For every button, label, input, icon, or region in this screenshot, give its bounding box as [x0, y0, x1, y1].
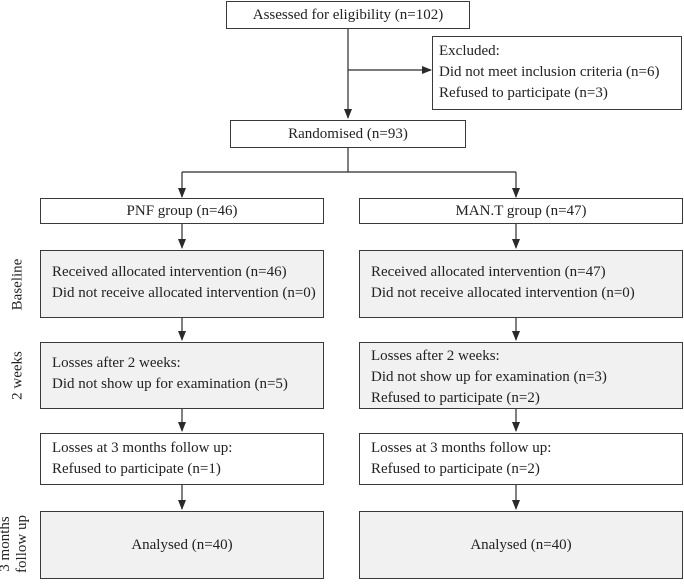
assessed-box: Assessed for eligibility (n=102) [226, 1, 470, 29]
two-weeks-line: Losses after 2 weeks: [52, 355, 181, 371]
randomised-box: Randomised (n=93) [230, 120, 466, 148]
baseline-box-pnf: Received allocated intervention (n=46) D… [40, 250, 324, 318]
stage-label-3months: 3 months follow up [0, 515, 30, 573]
analysed-text: Analysed (n=40) [131, 536, 233, 553]
three-months-line: Refused to participate (n=1) [52, 461, 221, 477]
stage-label-baseline: Baseline [9, 258, 26, 311]
two-weeks-line: Did not show up for examination (n=3) [371, 369, 607, 385]
analysed-text: Analysed (n=40) [470, 536, 572, 553]
analysed-box-pnf: Analysed (n=40) [40, 511, 324, 579]
stage-label-2weeks: 2 weeks [9, 351, 26, 400]
group-label-mant: MAN.T group (n=47) [455, 202, 587, 219]
assessed-text: Assessed for eligibility (n=102) [252, 6, 444, 23]
excluded-title: Excluded: [439, 43, 500, 59]
three-months-line: Losses at 3 months follow up: [371, 440, 552, 456]
analysed-box-mant: Analysed (n=40) [359, 511, 683, 579]
excluded-box: Excluded: Did not meet inclusion criteri… [432, 36, 682, 110]
baseline-box-mant: Received allocated intervention (n=47) D… [359, 250, 683, 318]
group-box-mant: MAN.T group (n=47) [359, 198, 683, 224]
three-months-line: Refused to participate (n=2) [371, 461, 540, 477]
two-weeks-line: Refused to participate (n=2) [371, 390, 540, 406]
baseline-line: Did not receive allocated intervention (… [52, 285, 316, 301]
excluded-line: Refused to participate (n=3) [439, 85, 608, 101]
two-weeks-box-pnf: Losses after 2 weeks: Did not show up fo… [40, 342, 324, 409]
two-weeks-box-mant: Losses after 2 weeks: Did not show up fo… [359, 342, 683, 409]
baseline-line: Received allocated intervention (n=46) [52, 264, 287, 280]
three-months-box-mant: Losses at 3 months follow up: Refused to… [359, 433, 683, 485]
three-months-line: Losses at 3 months follow up: [52, 440, 233, 456]
group-box-pnf: PNF group (n=46) [40, 198, 324, 224]
group-label-pnf: PNF group (n=46) [126, 202, 238, 219]
excluded-line: Did not meet inclusion criteria (n=6) [439, 64, 660, 80]
randomised-text: Randomised (n=93) [288, 125, 408, 142]
baseline-line: Did not receive allocated intervention (… [371, 285, 635, 301]
two-weeks-line: Losses after 2 weeks: [371, 348, 500, 364]
baseline-line: Received allocated intervention (n=47) [371, 264, 606, 280]
three-months-box-pnf: Losses at 3 months follow up: Refused to… [40, 433, 324, 485]
two-weeks-line: Did not show up for examination (n=5) [52, 376, 288, 392]
